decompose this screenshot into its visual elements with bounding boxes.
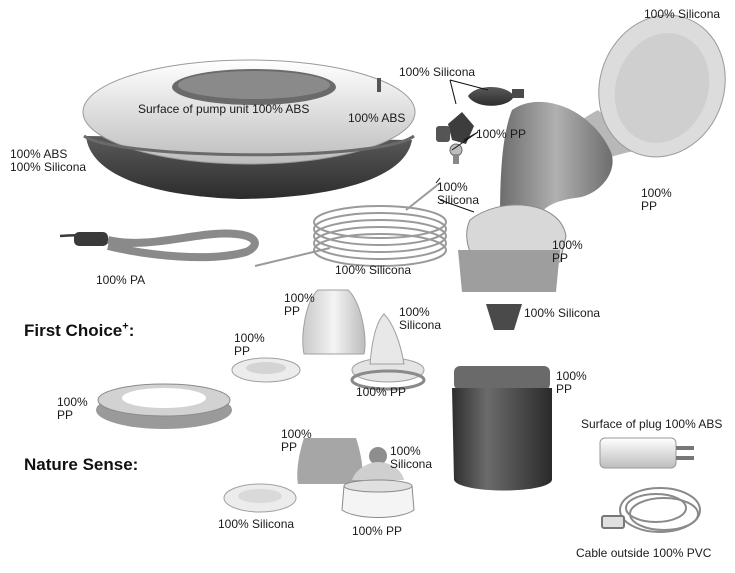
- label-ring-pp: 100% PP: [57, 395, 88, 422]
- label-tube-tip: 100% Silicona: [437, 180, 480, 207]
- label-strap-pa: 100% PA: [96, 273, 146, 287]
- ns-collar: [341, 479, 415, 518]
- ring: [96, 383, 232, 429]
- label-valve-cap-silicona: 100% Silicona: [524, 306, 601, 320]
- leader-lines: [435, 79, 489, 213]
- ns-teat: [352, 447, 404, 480]
- label-valve-pp: 100% PP: [476, 127, 527, 141]
- label-tube-silicona: 100% Silicona: [335, 263, 412, 277]
- fc-cap: [302, 289, 366, 355]
- fc-collar: [350, 369, 426, 391]
- power-plug: [599, 437, 694, 469]
- label-ns-disc-silicona: 100% Silicona: [218, 517, 295, 531]
- label-fc-teat-silicona: 100% Silicona: [399, 305, 442, 332]
- label-ns-collar-pp: 100% PP: [352, 524, 403, 538]
- ns-disc: [223, 483, 297, 513]
- label-horn-pp: 100% PP: [641, 186, 672, 213]
- heading-nature-sense: Nature Sense:: [24, 455, 139, 474]
- label-plug: Surface of plug 100% ABS: [581, 417, 723, 431]
- label-bottle-pp: 100% PP: [556, 369, 587, 396]
- heading-first-choice: First Choice+:: [24, 320, 135, 340]
- label-cable: Cable outside 100% PVC: [576, 546, 712, 560]
- label-valve-silicona: 100% Silicona: [399, 65, 476, 79]
- label-pump-abs: 100% ABS: [348, 111, 406, 125]
- label-fc-disc-pp: 100% PP: [234, 331, 265, 358]
- label-funnel-silicona: 100% Silicona: [644, 7, 721, 21]
- cable: [601, 487, 701, 533]
- valve-cap: [486, 304, 522, 330]
- ns-cap: [297, 438, 363, 484]
- label-ns-teat-silicona: 100% Silicona: [390, 444, 433, 471]
- label-ns-cap-pp: 100% PP: [281, 427, 312, 454]
- pump-unit: [82, 59, 416, 199]
- pump-body: [458, 101, 613, 292]
- label-fc-cap-pp: 100% PP: [284, 291, 315, 318]
- label-fc-collar-pp: 100% PP: [356, 385, 407, 399]
- valve-assembly: [436, 87, 524, 164]
- label-pump-base: 100% ABS 100% Silicona: [10, 147, 87, 174]
- bottle: [452, 366, 552, 491]
- silicone-tube: [254, 182, 447, 267]
- label-body-pp: 100% PP: [552, 238, 583, 265]
- fc-disc: [231, 357, 301, 383]
- wrist-strap: [59, 229, 259, 262]
- label-pump-surface: Surface of pump unit 100% ABS: [138, 102, 310, 116]
